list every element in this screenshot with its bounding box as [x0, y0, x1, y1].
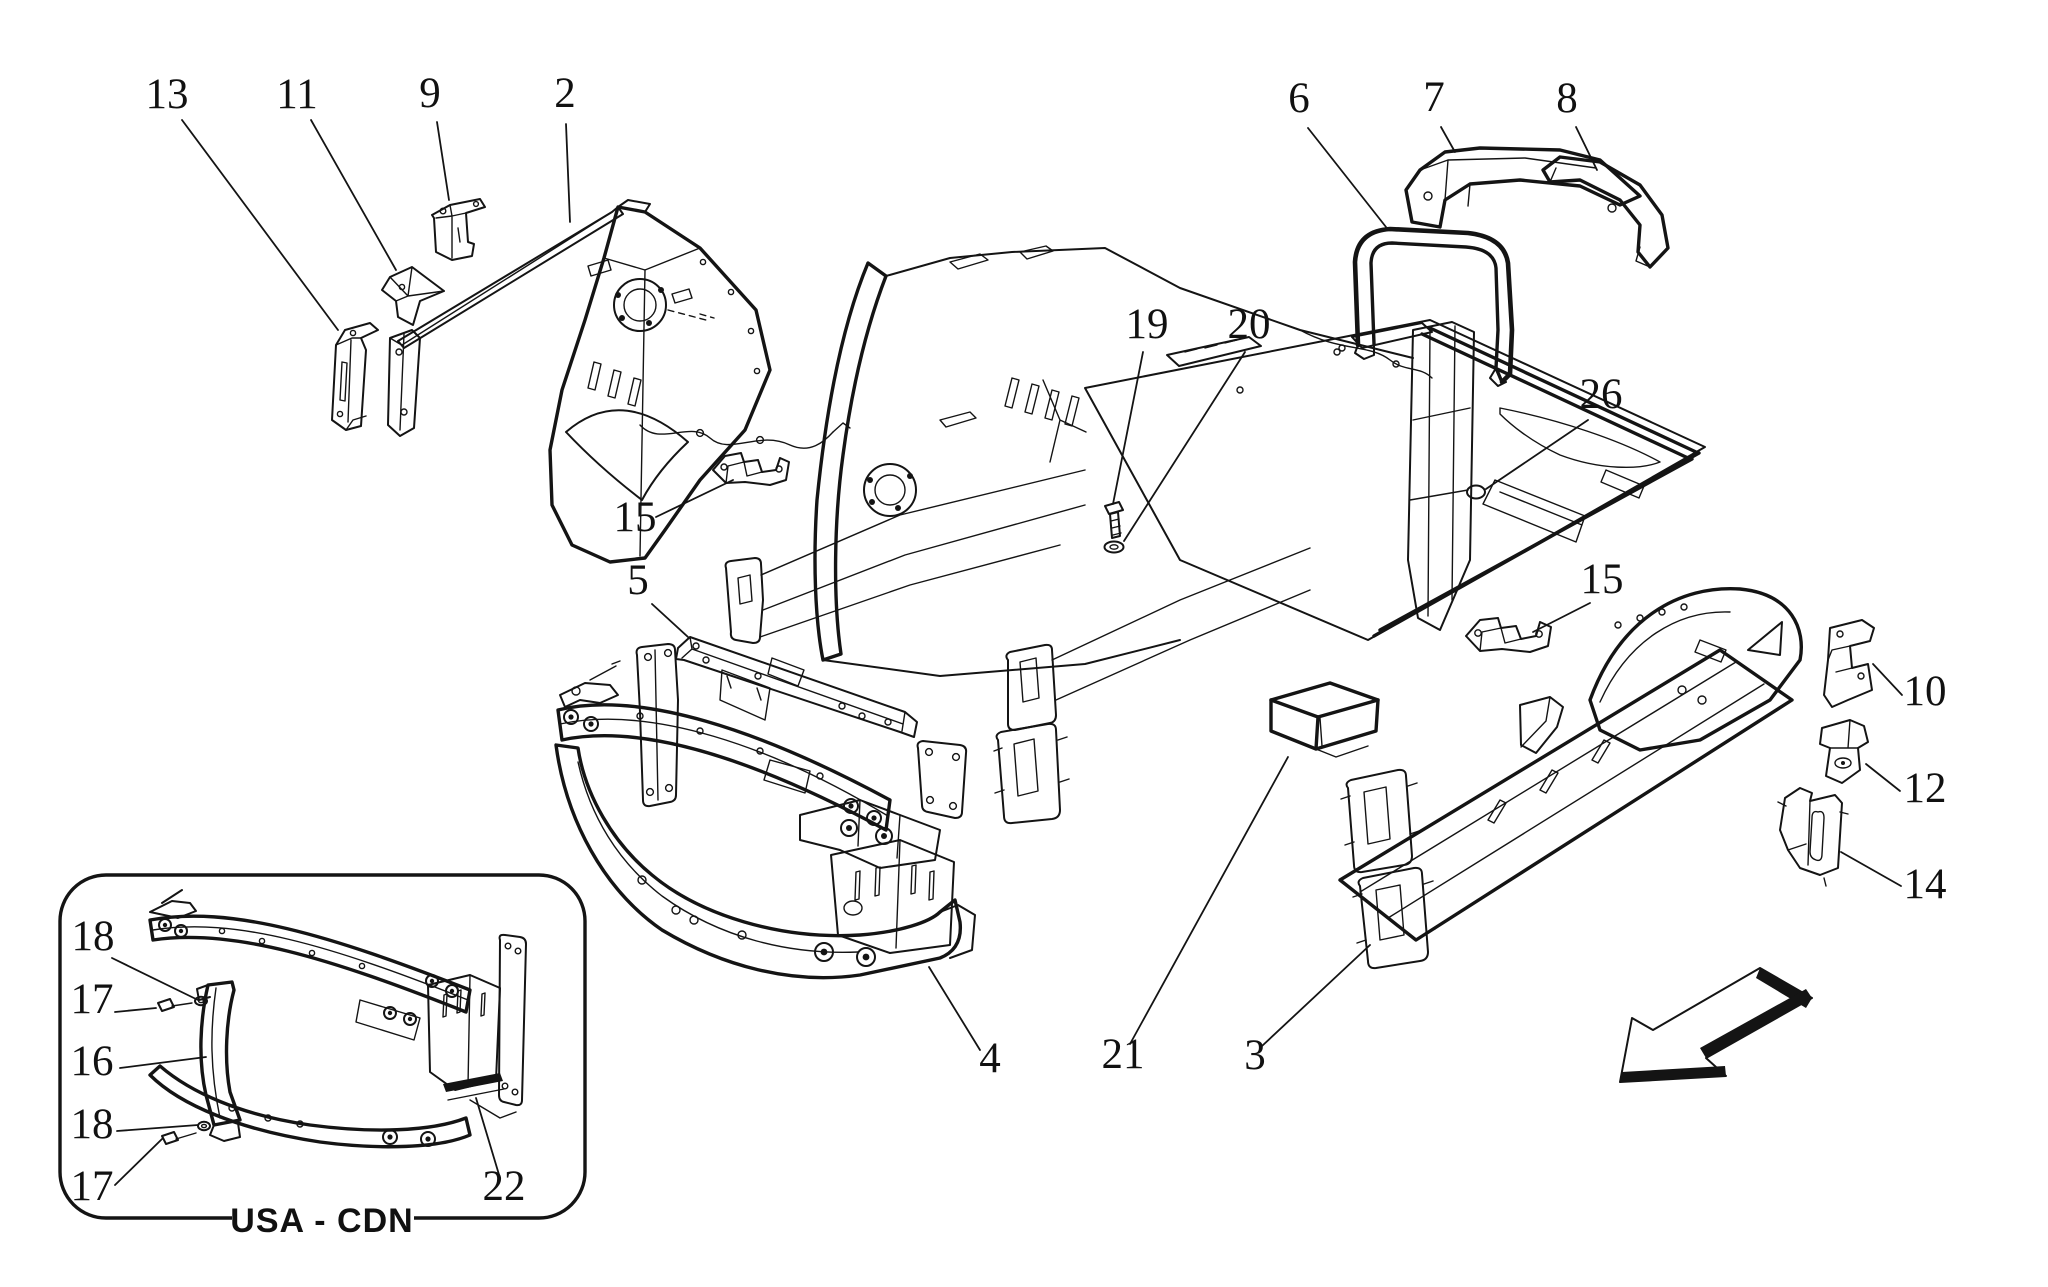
callout-21-leader	[1129, 756, 1289, 1045]
callout-12-leader	[1865, 763, 1901, 792]
callout-18-lower-label: 18	[71, 1101, 114, 1148]
callout-3-label: 3	[1244, 1032, 1266, 1079]
callout-26-leader	[1485, 419, 1589, 490]
part-15-left-bracket-drawing	[712, 452, 790, 486]
callout-19-label: 19	[1126, 301, 1169, 348]
callout-15-right-leader	[1532, 602, 1591, 633]
callout-17-upper-leader	[114, 1007, 157, 1013]
part-15-right-bracket-drawing	[1465, 617, 1552, 653]
callout-22-leader	[475, 1097, 501, 1179]
leader-lines	[111, 119, 1903, 1186]
region-label-mask	[232, 1196, 414, 1242]
callout-10-leader	[1872, 663, 1903, 696]
callout-20-label: 20	[1228, 301, 1271, 348]
callout-4-leader	[928, 966, 981, 1051]
part-10-bracket-drawing	[1823, 619, 1875, 708]
inset-washer-upper	[194, 995, 208, 1007]
callout-8-label: 8	[1556, 75, 1578, 122]
inset-screw-upper	[157, 998, 175, 1012]
part-7-wheelarch-panel-drawing	[1404, 146, 1642, 229]
part-12-bracket-drawing	[1819, 719, 1869, 784]
callout-22-label: 22	[483, 1163, 526, 1210]
callout-14-leader	[1840, 851, 1902, 887]
callout-11-label: 11	[276, 71, 317, 118]
region-label: USA - CDN	[230, 1202, 413, 1240]
callout-16-label: 16	[71, 1038, 114, 1085]
callout-5-label: 5	[627, 557, 649, 604]
chassis-structure-drawing	[724, 245, 1706, 825]
callout-6-leader	[1307, 127, 1387, 228]
callout-17-lower-label: 17	[71, 1163, 114, 1210]
part-13-bracket-drawing	[331, 322, 379, 431]
inset-sill-strip	[443, 1073, 503, 1092]
part-11-gusset-drawing	[381, 266, 445, 326]
callout-26-label: 26	[1580, 371, 1623, 418]
callout-labels: 13 11 9 2 6 7 8 19 20 26 15 5 15 10 12 1…	[71, 70, 1947, 1210]
callout-10-label: 10	[1904, 668, 1947, 715]
part-19-bolt-drawing	[1104, 501, 1124, 539]
callout-2-label: 2	[554, 70, 576, 117]
part-21-crashbox-drawing	[1269, 681, 1380, 758]
callout-7-label: 7	[1423, 74, 1445, 121]
callout-18-upper-label: 18	[72, 913, 115, 960]
callout-15-right-label: 15	[1581, 556, 1624, 603]
callout-3-leader	[1261, 944, 1371, 1047]
callout-15-left-leader	[655, 479, 734, 518]
part-26-grommet-drawing	[1466, 484, 1486, 500]
callout-6-label: 6	[1288, 75, 1310, 122]
callout-20-leader	[1123, 351, 1246, 542]
callout-19-leader	[1112, 351, 1144, 505]
callout-5-leader	[651, 603, 689, 638]
callout-13-leader	[181, 119, 339, 331]
callout-12-label: 12	[1904, 765, 1947, 812]
callout-17-lower-leader	[114, 1138, 163, 1186]
callout-15-left-label: 15	[614, 494, 657, 541]
callout-21-label: 21	[1102, 1031, 1145, 1078]
callout-7-leader	[1440, 126, 1456, 153]
part-20-washer-drawing	[1103, 540, 1125, 554]
part-3-side-rail-drawing	[1338, 586, 1803, 970]
callout-2-leader	[565, 123, 571, 223]
inset-washer-lower	[197, 1120, 211, 1132]
callout-11-leader	[310, 119, 397, 271]
part-6-arch-frame-drawing	[1352, 226, 1515, 387]
callout-16-leader	[119, 1056, 207, 1069]
callout-4-label: 4	[979, 1035, 1001, 1082]
part-8-wheelarch-strip-drawing	[1541, 155, 1670, 269]
direction-arrow-icon	[1619, 967, 1813, 1083]
callout-17-upper-label: 17	[71, 976, 114, 1023]
callout-9-leader	[436, 121, 450, 201]
part-2-wheelhouse-panel-drawing	[387, 199, 851, 564]
part-9-bracket-drawing	[431, 198, 486, 261]
callout-13-label: 13	[146, 71, 189, 118]
part-4-front-frame-drawing	[554, 643, 976, 980]
inset-front-frame-drawing	[148, 889, 527, 1149]
callout-18-upper-leader	[111, 957, 199, 1001]
callout-8-leader	[1575, 126, 1598, 171]
part-5-crossmember-drawing	[675, 636, 918, 738]
callout-14-label: 14	[1904, 861, 1947, 908]
inset-usa-cdn-box: USA - CDN	[58, 873, 587, 1242]
callout-9-label: 9	[419, 70, 441, 117]
part-14-bracket-drawing	[1777, 787, 1849, 887]
inset-screw-lower	[161, 1131, 179, 1145]
callout-18-lower-leader	[116, 1124, 199, 1132]
